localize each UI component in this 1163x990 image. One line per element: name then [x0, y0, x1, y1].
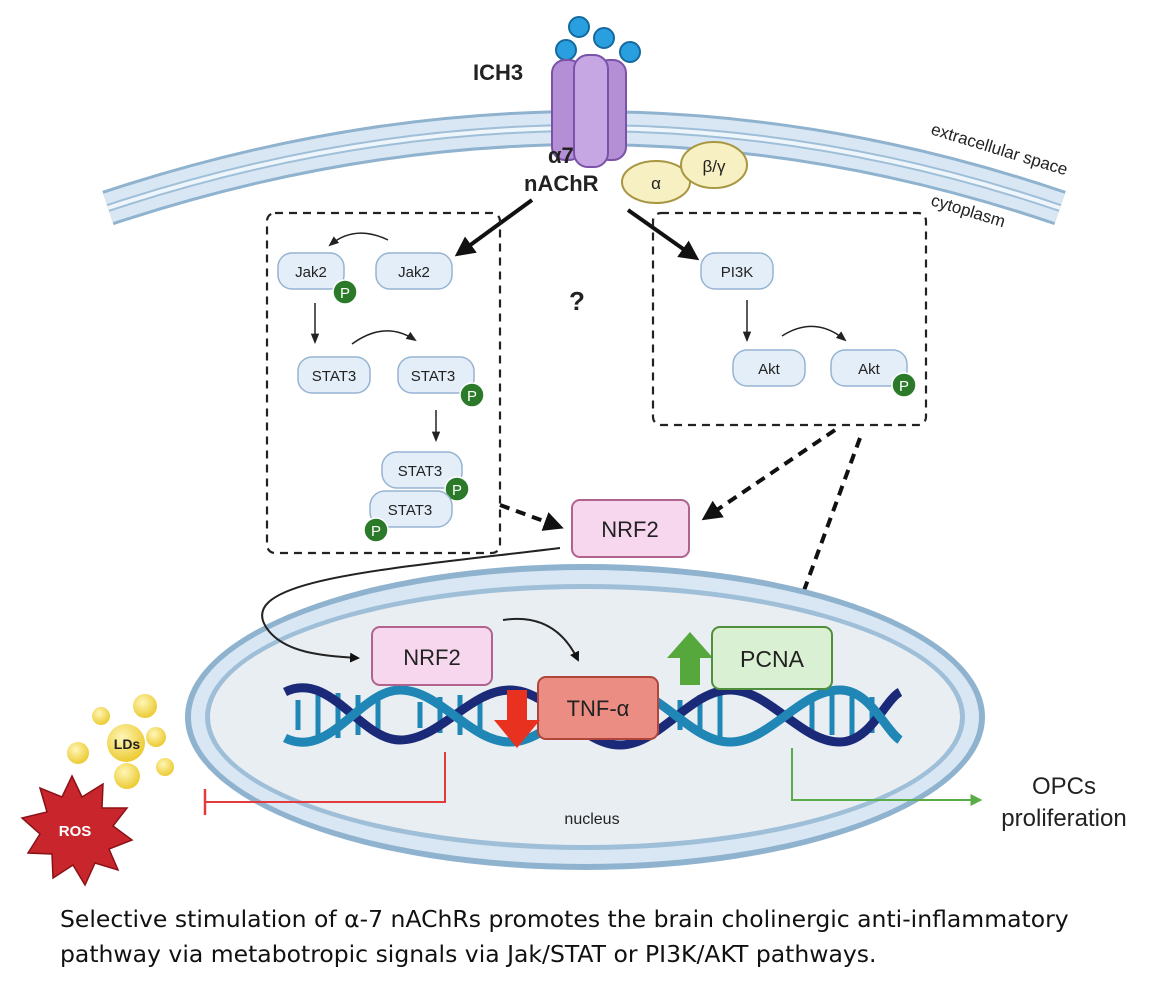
caption-line-1: Selective stimulation of α-7 nAChRs prom…: [60, 905, 1069, 933]
ros-burst-icon: [20, 774, 134, 887]
nrf2-nuclear-label: NRF2: [403, 645, 460, 670]
pi3k-akt-pathway-box: [651, 211, 928, 427]
dashed-arrow-akt-to-nrf2: [701, 428, 837, 521]
pcna-node: [711, 626, 833, 690]
phospho-label: P: [899, 378, 909, 395]
tnf-alpha-node: [537, 676, 659, 740]
tnf-alpha-label: TNF-α: [567, 696, 630, 721]
stat3-node: [297, 356, 371, 394]
outcome-proliferation: proliferation: [1001, 805, 1126, 832]
akt-phos-label: Akt: [858, 361, 881, 378]
pi3k-label: PI3K: [721, 264, 754, 281]
inhibition-line-to-ros: [205, 752, 446, 803]
nrf2-cytoplasmic-node: [571, 499, 690, 558]
phospho-badge: [332, 279, 358, 305]
alpha7-nachr-receptor: [551, 54, 627, 168]
nrf2-nuclear-node: [371, 626, 493, 686]
outcome-opcs: OPCs: [1032, 773, 1096, 800]
question-mark: ?: [569, 286, 585, 316]
pi3k-node: [700, 252, 774, 290]
lipid-droplets: [67, 694, 174, 789]
g-alpha-label: α: [651, 174, 661, 193]
stat3-dimer-top: [381, 451, 463, 489]
stat3-phos-label: STAT3: [411, 368, 455, 385]
phospho-badge: [459, 382, 485, 408]
arrow-jak2-phosphorylation: [328, 232, 389, 247]
akt-phos-node: [830, 349, 908, 387]
phospho-label: P: [340, 285, 350, 302]
receptor-label-nachr: nAChR: [524, 171, 599, 196]
jak2-label: Jak2: [398, 264, 430, 281]
jak2-node: [375, 252, 453, 290]
jak2-phos-node: [277, 252, 345, 290]
jak-stat-pathway-box: [265, 211, 502, 555]
nrf2-cytoplasmic-label: NRF2: [601, 517, 658, 542]
lds-label: LDs: [114, 736, 141, 752]
dashed-arrow-jakstat-to-nrf2: [499, 503, 564, 531]
receptor-label-alpha7: α7: [548, 143, 574, 168]
stat3-dimer-top-label: STAT3: [398, 463, 442, 480]
arrow-akt-phosphorylation: [781, 325, 847, 342]
phospho-label: P: [371, 523, 381, 540]
phospho-label: P: [452, 482, 462, 499]
phospho-badge: [363, 517, 389, 543]
arrow-to-jak-stat: [454, 198, 534, 257]
down-arrow-icon: [494, 690, 540, 748]
ich3-label: ICH3: [473, 60, 523, 85]
ros-label: ROS: [59, 823, 92, 840]
stat3-dimer-bottom-label: STAT3: [388, 502, 432, 519]
stat3-phos-node: [397, 356, 475, 394]
akt-label: Akt: [758, 361, 781, 378]
arrow-to-pi3k-akt: [626, 208, 700, 261]
promotion-line-to-opcs: [791, 748, 983, 806]
stat3-label: STAT3: [312, 368, 356, 385]
dashed-arrow-akt-to-pcna: [791, 437, 862, 619]
g-protein: [621, 141, 748, 204]
phospho-badge: [444, 476, 470, 502]
jak2-phos-label: Jak2: [295, 264, 327, 281]
ich3-ligands: [555, 16, 641, 63]
stat3-dimer-bottom: [369, 490, 453, 528]
phospho-label: P: [467, 388, 477, 405]
caption-line-2: pathway via metabotropic signals via Jak…: [60, 940, 877, 968]
akt-node: [732, 349, 806, 387]
arrow-nrf2-translocation: [261, 547, 561, 663]
figure-caption: Selective stimulation of α-7 nAChRs prom…: [60, 902, 1140, 972]
nucleus-label: nucleus: [564, 811, 619, 828]
arrow-nrf2-to-tnf: [502, 617, 580, 662]
g-betagamma-label: β/γ: [702, 157, 726, 176]
phospho-badge: [891, 372, 917, 398]
pcna-label: PCNA: [740, 646, 805, 672]
arrow-stat3-phosphorylation: [351, 330, 417, 345]
up-arrow-icon: [667, 632, 713, 685]
